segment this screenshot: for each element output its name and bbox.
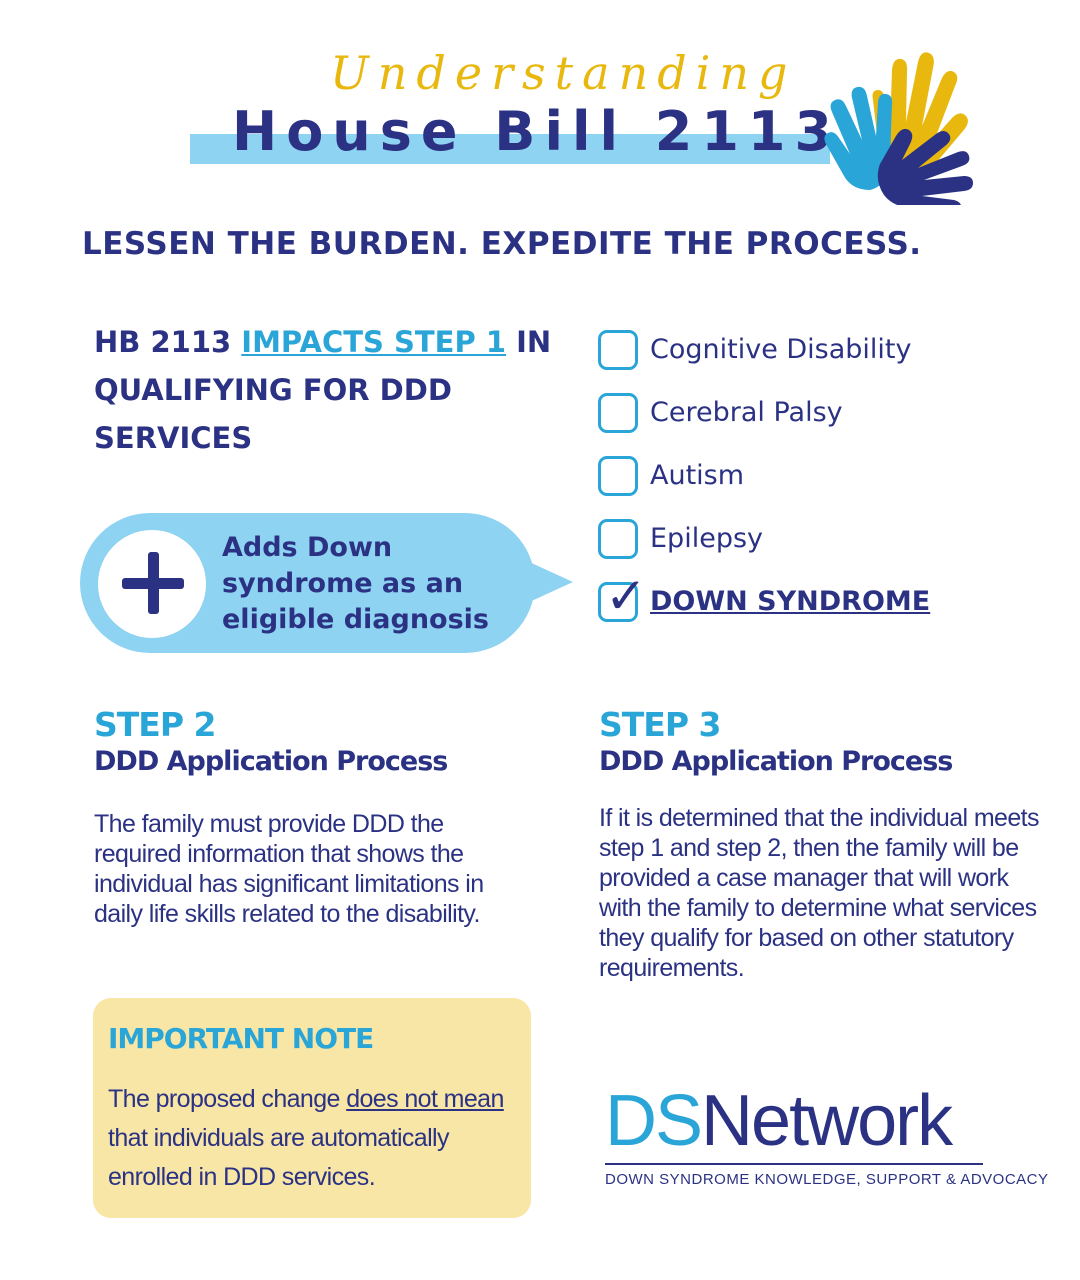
bubble-text: Adds Down syndrome as an eligible diagno… [222, 532, 489, 635]
note-text-underlined: does not mean [346, 1085, 504, 1113]
step3-number: STEP 3 [599, 705, 721, 744]
script-title: Understanding [330, 46, 797, 100]
note-text-after: that individuals are automatically enrol… [108, 1124, 450, 1191]
checklist-item: Cerebral Palsy [598, 381, 1038, 444]
step2-body: The family must provide DDD the required… [94, 810, 484, 928]
logo-tagline: DOWN SYNDROME KNOWLEDGE, SUPPORT & ADVOC… [605, 1171, 1049, 1188]
hands-graphic [824, 52, 973, 205]
diagnosis-checklist: Cognitive Disability Cerebral Palsy Auti… [598, 318, 1038, 633]
logo-wordmark: DSNetwork [605, 1085, 995, 1157]
page-title: House Bill 2113 [232, 100, 842, 163]
step3-subtitle: DDD Application Process [599, 746, 953, 777]
checklist-item: Cognitive Disability [598, 318, 1038, 381]
step2-number: STEP 2 [94, 705, 216, 744]
checkbox [598, 392, 638, 433]
dsnetwork-logo: DSNetwork DOWN SYNDROME KNOWLEDGE, SUPPO… [605, 1085, 1049, 1188]
checklist-label: Autism [650, 460, 745, 491]
checklist-label: Cerebral Palsy [650, 397, 843, 428]
title-highlight-bar [190, 134, 830, 164]
checkbox [598, 518, 638, 559]
navy-hand-icon [877, 128, 973, 205]
impact-statement: HB 2113 IMPACTS STEP 1 IN QUALIFYING FOR… [94, 318, 564, 462]
speech-bubble-tail [525, 560, 573, 604]
impact-prefix: HB 2113 [94, 325, 242, 359]
checklist-item-checked: ✓ DOWN SYNDROME [598, 570, 1038, 633]
plus-icon-vertical [148, 552, 159, 614]
tagline: LESSEN THE BURDEN. EXPEDITE THE PROCESS. [82, 226, 922, 262]
checklist-item: Epilepsy [598, 507, 1038, 570]
step2-subtitle: DDD Application Process [94, 746, 448, 777]
checkbox [598, 455, 638, 496]
impact-suffix: IN QUALIFYING FOR DDD SERVICES [94, 325, 552, 455]
step3-body: If it is determined that the individual … [599, 804, 1040, 982]
step3-section: STEP 3 DDD Application Process If it is … [599, 705, 1049, 983]
light-blue-hand-icon [824, 86, 893, 190]
logo-divider [605, 1163, 983, 1165]
step2-section: STEP 2 DDD Application Process The famil… [94, 705, 534, 929]
logo-ds: DS [605, 1081, 703, 1161]
checklist-label: Epilepsy [650, 523, 763, 554]
important-note-body: The proposed change does not mean that i… [108, 1080, 523, 1197]
checklist-item: Autism [598, 444, 1038, 507]
important-note-box [93, 998, 531, 1218]
checkbox-checked: ✓ [598, 571, 647, 622]
checkbox [598, 329, 638, 370]
important-note-heading: IMPORTANT NOTE [108, 1022, 374, 1055]
checklist-label: Cognitive Disability [650, 334, 912, 365]
checkmark-icon: ✓ [605, 566, 647, 625]
logo-network: Network [701, 1081, 953, 1161]
note-text-before: The proposed change [108, 1085, 347, 1113]
checklist-label: DOWN SYNDROME [650, 586, 931, 617]
impacts-step1-link[interactable]: IMPACTS STEP 1 [241, 325, 507, 359]
